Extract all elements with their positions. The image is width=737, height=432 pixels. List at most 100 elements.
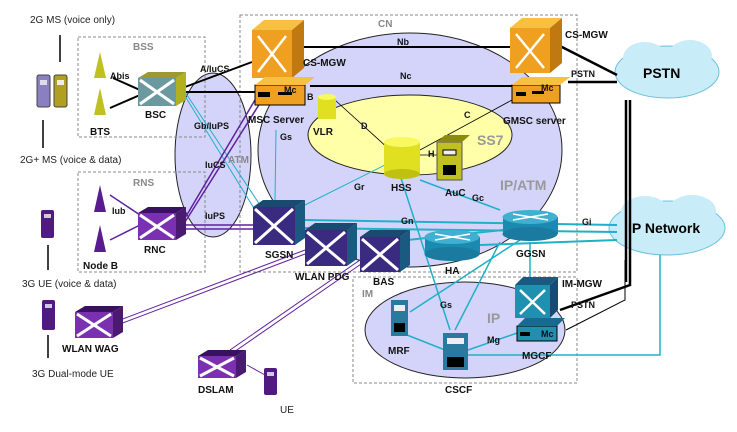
wlan-wag-icon (75, 306, 123, 338)
if-nc: Nc (400, 71, 412, 81)
if-a-iucs: A/IuCS (200, 64, 230, 74)
node-b-tower-icon (94, 185, 106, 212)
if-mg: Mg (487, 335, 500, 345)
label-3g-dual-ue: 3G Dual-mode UE (32, 369, 114, 380)
if-gs: Gs (280, 132, 292, 142)
label-mrf: MRF (388, 346, 410, 357)
if-gc: Gc (472, 193, 484, 203)
if-d: D (361, 121, 368, 131)
ip-network-cloud (608, 195, 726, 256)
label-cs-mgw-1: CS-MGW (303, 58, 346, 69)
label-rnc: RNC (144, 245, 166, 256)
cn-box (239, 14, 578, 273)
label-wlan-wag: WLAN WAG (62, 344, 119, 355)
vlr-icon (318, 94, 336, 119)
if-gi: Gi (582, 217, 592, 227)
if-gr: Gr (354, 182, 365, 192)
label-atm: ATM (228, 155, 249, 166)
bsc-icon (138, 72, 186, 106)
ggsn-router-icon (502, 210, 558, 241)
sgsn-icon (253, 200, 305, 245)
hss-icon (384, 137, 420, 179)
if-b: B (307, 92, 314, 102)
label-mgcf: MGCF (522, 351, 551, 362)
label-cscf: CSCF (445, 385, 472, 396)
im-box (352, 276, 578, 384)
mgcf-icon (516, 318, 565, 342)
label-vlr: VLR (313, 127, 334, 138)
label-bas: BAS (373, 277, 394, 288)
label-wlan-pdg: WLAN PDG (295, 272, 350, 283)
if-h: H (428, 149, 435, 159)
label-ip-atm: IP/ATM (500, 177, 546, 193)
label-2g-plus-ms: 2G+ MS (voice & data) (20, 155, 121, 166)
links (109, 43, 661, 376)
im-mgw-icon (515, 277, 558, 318)
wlan-pdg-icon (305, 223, 357, 266)
label-ss7: SS7 (477, 132, 504, 148)
if-nb: Nb (397, 37, 409, 47)
label-ip-network-cloud: IP Network (628, 220, 700, 236)
phone-3g-icon (41, 210, 54, 238)
auc-icon (436, 135, 470, 181)
arrows (42, 35, 61, 358)
label-ip: IP (487, 310, 500, 326)
bts-tower-icon (94, 88, 106, 115)
label-node-b: Node B (83, 261, 118, 272)
label-im-mgw: IM-MGW (562, 279, 603, 290)
label-cn: CN (378, 19, 392, 30)
phone-ue-icon (264, 368, 277, 395)
label-rns: RNS (133, 178, 154, 189)
if-abis: Abis (110, 71, 130, 81)
label-bsc: BSC (145, 110, 166, 121)
phone-2g-plus-icon (53, 74, 68, 108)
label-ue: UE (280, 405, 294, 416)
if-iups: IuPS (205, 211, 225, 221)
gmsc-server-icon (511, 77, 570, 104)
phone-3g-dual-icon (42, 300, 55, 330)
label-bts: BTS (90, 127, 110, 138)
phone-2g-icon (36, 74, 51, 108)
cs-mgw-1-icon (252, 20, 304, 78)
label-msc-server: MSC Server (248, 115, 304, 126)
label-bss: BSS (133, 42, 154, 53)
bss-box (77, 36, 206, 138)
label-im: IM (362, 289, 373, 300)
if-gs-im: Gs (440, 300, 452, 310)
if-iub: Iub (112, 206, 126, 216)
label-ggsn: GGSN (516, 249, 545, 260)
cs-mgw-2-icon (510, 18, 562, 73)
node-b-tower-icon (94, 225, 106, 252)
bas-icon (360, 230, 410, 272)
label-sgsn: SGSN (265, 250, 293, 261)
label-pstn-cloud: PSTN (643, 65, 680, 81)
ha-router-icon (424, 230, 480, 261)
if-mc-2: Mc (541, 83, 554, 93)
atm-ellipse (174, 72, 252, 238)
label-2g-ms: 2G MS (voice only) (30, 15, 115, 26)
dslam-icon (198, 350, 246, 378)
label-cs-mgw-2: CS-MGW (565, 30, 608, 41)
label-dslam: DSLAM (198, 385, 234, 396)
msc-server-icon (254, 77, 315, 106)
if-mc-1: Mc (284, 85, 297, 95)
label-hss: HSS (391, 183, 412, 194)
label-gmsc-server: GMSC server (503, 116, 566, 127)
rnc-icon (138, 207, 186, 240)
if-gb-iups: Gb/IuPS (194, 121, 229, 131)
if-c: C (464, 110, 471, 120)
cscf-icon (443, 333, 468, 370)
label-3g-ue: 3G UE (voice & data) (22, 279, 116, 290)
mrf-icon (391, 300, 408, 336)
pstn-cloud (614, 40, 720, 99)
label-ha: HA (445, 266, 459, 277)
if-iucs: IuCS (205, 160, 226, 170)
if-pstn-1: PSTN (571, 69, 595, 79)
if-gn: Gn (401, 216, 414, 226)
if-pstn-2: PSTN (571, 300, 595, 310)
bts-tower-icon (94, 52, 106, 78)
label-auc: AuC (445, 188, 466, 199)
if-mc-3: Mc (541, 329, 554, 339)
rns-box (77, 171, 206, 273)
